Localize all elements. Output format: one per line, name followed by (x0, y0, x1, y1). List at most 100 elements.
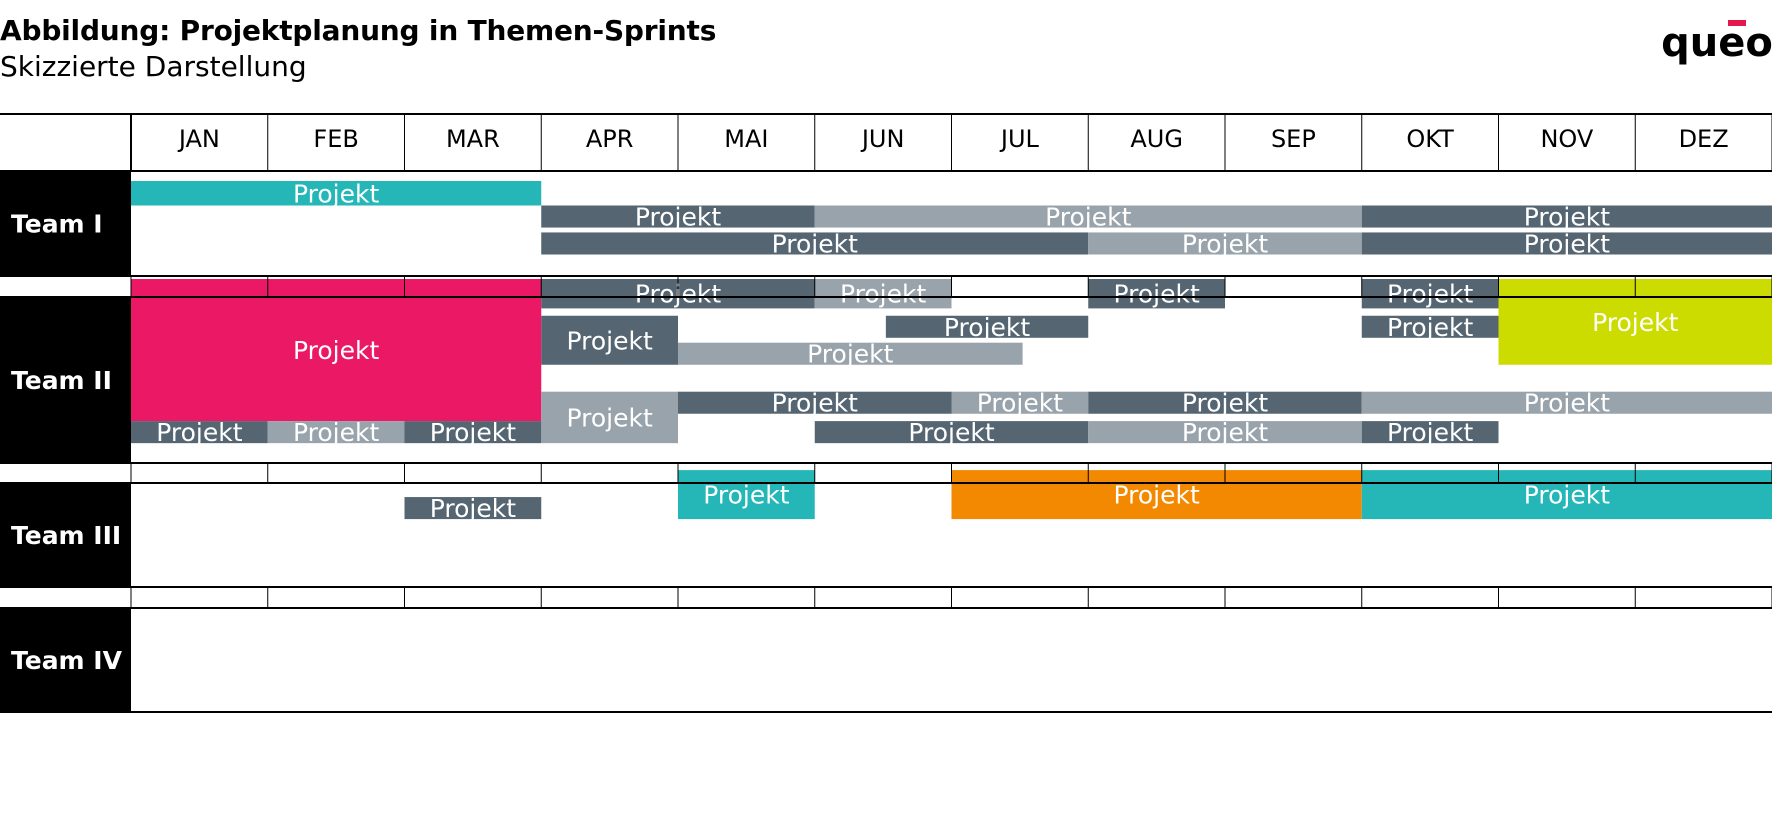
project-bar-fill (951, 391, 1089, 414)
project-bar[interactable]: Projekt (814, 203, 1362, 232)
project-bar[interactable]: Projekt (678, 389, 952, 418)
project-bar[interactable]: Projekt (1088, 279, 1225, 309)
project-bar[interactable]: Projekt (1361, 418, 1499, 447)
project-bar-fill (131, 181, 542, 206)
project-bar[interactable]: Projekt (131, 418, 268, 447)
project-bar[interactable]: Projekt (1361, 313, 1499, 342)
project-bar-fill (404, 421, 542, 444)
project-label: Projekt (840, 280, 926, 309)
project-bar[interactable]: Projekt (951, 470, 1362, 520)
project-bar[interactable]: Projekt (131, 179, 542, 208)
project-bar[interactable]: Projekt (404, 418, 542, 447)
project-bar[interactable]: Projekt (1361, 389, 1772, 418)
project-bar-fill (267, 421, 405, 444)
project-bar-fill (1361, 470, 1772, 520)
team-label-block (0, 171, 131, 276)
project-bar-fill (1361, 279, 1499, 309)
page-subtitle: Skizzierte Darstellung (0, 50, 307, 83)
month-header: NOV (1540, 125, 1593, 153)
month-header: JUL (999, 125, 1040, 153)
project-label: Projekt (1524, 481, 1610, 510)
project-bar[interactable]: Projekt (404, 494, 542, 523)
project-bar[interactable]: Projekt (541, 229, 1089, 258)
project-label: Projekt (1387, 280, 1473, 309)
team-label-block (0, 608, 131, 712)
project-bar-fill (678, 342, 1023, 365)
project-label: Projekt (703, 481, 789, 510)
project-bar[interactable]: Projekt (1361, 279, 1499, 309)
team-label-block (0, 483, 131, 587)
project-label: Projekt (944, 313, 1030, 342)
project-bar[interactable]: Projekt (951, 389, 1089, 418)
page-title: Abbildung: Projektplanung in Themen-Spri… (0, 14, 717, 47)
project-bar[interactable]: Projekt (541, 315, 678, 365)
project-bar[interactable]: Projekt (678, 470, 815, 520)
month-header: JUN (860, 125, 905, 153)
project-bar-fill (951, 470, 1362, 520)
project-bar[interactable]: Projekt (267, 418, 405, 447)
project-bar[interactable]: Projekt (541, 391, 678, 444)
project-bar[interactable]: Projekt (1361, 470, 1772, 520)
project-bar-fill (541, 232, 1089, 255)
month-header: FEB (313, 125, 358, 153)
month-header: APR (586, 125, 634, 153)
project-label: Projekt (1524, 229, 1610, 258)
project-label: Projekt (430, 494, 516, 523)
project-bar[interactable]: Projekt (885, 313, 1089, 342)
project-label: Projekt (1182, 418, 1268, 447)
project-label: Projekt (1113, 481, 1199, 510)
project-label: Projekt (293, 179, 379, 208)
project-bar[interactable]: Projekt (814, 279, 952, 309)
project-label: Projekt (807, 340, 893, 369)
month-header: SEP (1271, 125, 1316, 153)
project-label: Projekt (772, 229, 858, 258)
project-bar-fill (1088, 279, 1225, 309)
grid-layer (0, 113, 1772, 713)
project-label: Projekt (635, 203, 721, 232)
project-label: Projekt (1113, 280, 1199, 309)
project-bar-fill (814, 205, 1362, 228)
project-bar-fill (1088, 391, 1362, 414)
month-header: MAR (446, 125, 500, 153)
project-bar[interactable]: Projekt (541, 203, 815, 232)
project-bar-fill (1361, 391, 1772, 414)
project-bar-fill (1361, 232, 1772, 255)
team-label: Team III (11, 521, 121, 550)
project-label: Projekt (430, 418, 516, 447)
project-bar-fill (131, 279, 542, 422)
project-label: Projekt (1182, 229, 1268, 258)
project-label: Projekt (566, 403, 652, 432)
project-label: Projekt (908, 418, 994, 447)
project-bar[interactable]: Projekt (678, 340, 1023, 369)
project-bar[interactable]: Projekt (1088, 418, 1362, 447)
team-label: Team I (11, 210, 103, 239)
project-bar-fill (541, 205, 815, 228)
project-label: Projekt (1524, 389, 1610, 418)
project-bar-fill (1361, 205, 1772, 228)
project-bar[interactable]: Projekt (1088, 389, 1362, 418)
project-bar-fill (814, 421, 1089, 444)
project-label: Projekt (293, 418, 379, 447)
project-bar-fill (1361, 421, 1499, 444)
project-bar-fill (541, 391, 678, 444)
project-bar[interactable]: Projekt (131, 279, 542, 422)
project-bar-fill (1088, 232, 1362, 255)
project-label: Projekt (1182, 389, 1268, 418)
project-bar[interactable]: Projekt (1088, 229, 1362, 258)
logo-text: queo (1662, 20, 1772, 66)
project-label: Projekt (1387, 418, 1473, 447)
project-label: Projekt (293, 336, 379, 365)
month-header: MAI (724, 125, 768, 153)
project-bar-fill (1361, 315, 1499, 338)
project-label: Projekt (566, 326, 652, 355)
project-bar[interactable]: Projekt (1361, 203, 1772, 232)
project-label: Projekt (772, 389, 858, 418)
project-bar[interactable]: Projekt (814, 418, 1089, 447)
project-bar[interactable]: Projekt (1361, 229, 1772, 258)
project-bar-fill (404, 497, 542, 520)
project-bar-fill (885, 315, 1089, 338)
project-bar-fill (541, 315, 678, 365)
